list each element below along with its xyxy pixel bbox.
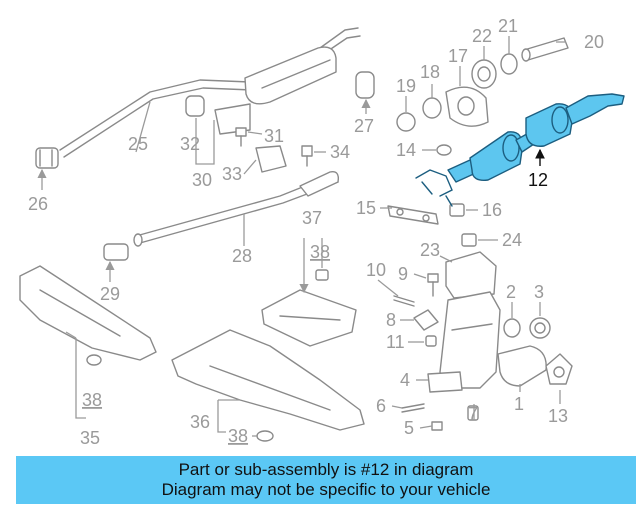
callout-2: 2 <box>506 282 516 302</box>
callout-4: 4 <box>400 370 410 390</box>
mount-33 <box>255 145 287 173</box>
flange-19 <box>396 112 416 132</box>
clamp-29 <box>103 243 129 261</box>
clamp-3 <box>529 317 551 339</box>
callout-14: 14 <box>396 140 416 160</box>
nut-38-low <box>256 430 274 442</box>
callout-7: 7 <box>468 404 478 424</box>
intermediate-pipe-28 <box>133 171 340 247</box>
flange-22 <box>471 59 497 89</box>
stud-7 <box>467 405 479 421</box>
callout-33: 33 <box>222 164 242 184</box>
callout-5: 5 <box>404 418 414 438</box>
callout-26: 26 <box>28 194 48 214</box>
nut-38-upper <box>315 269 329 281</box>
callout-32: 32 <box>180 134 200 154</box>
heat-shield-36 <box>171 329 365 431</box>
bolt-9 <box>427 273 439 297</box>
callout-3: 3 <box>534 282 544 302</box>
stud-10 <box>393 295 415 307</box>
ring-18 <box>422 97 442 119</box>
ring-2 <box>503 318 521 338</box>
turbo-housing-17 <box>445 86 489 127</box>
callout-31: 31 <box>264 126 284 146</box>
callout-38-upper: 38 <box>310 242 330 262</box>
callout-23: 23 <box>420 240 440 260</box>
heat-shield-37 <box>261 289 357 347</box>
callout-25: 25 <box>128 134 148 154</box>
banner-line-disclaimer: Diagram may not be specific to your vehi… <box>161 480 491 499</box>
gasket-plate-15 <box>387 205 439 225</box>
nut-24 <box>461 233 477 247</box>
callout-16: 16 <box>482 200 502 220</box>
gasket-13 <box>545 353 573 385</box>
nut-38-mid <box>86 354 102 366</box>
callout-22: 22 <box>472 26 492 46</box>
callout-13: 13 <box>548 406 568 426</box>
callout-17: 17 <box>448 46 468 66</box>
info-banner: Part or sub-assembly is #12 in diagram D… <box>16 456 636 504</box>
callout-18: 18 <box>420 62 440 82</box>
bracket-4 <box>427 371 463 393</box>
bolt-11 <box>425 335 437 347</box>
callout-36: 36 <box>190 412 210 432</box>
callout-6: 6 <box>376 396 386 416</box>
catalytic-converter-1 <box>439 291 547 389</box>
bolt-5 <box>431 421 443 431</box>
callout-15: 15 <box>356 198 376 218</box>
callout-28: 28 <box>232 246 252 266</box>
callout-19: 19 <box>396 76 416 96</box>
banner-line-part-number: Part or sub-assembly is #12 in diagram <box>178 460 474 479</box>
bolt-34 <box>301 145 313 167</box>
callout-27: 27 <box>354 116 374 136</box>
tube-20 <box>521 37 569 62</box>
callout-29: 29 <box>100 284 120 304</box>
callout-10: 10 <box>366 260 386 280</box>
callout-24: 24 <box>502 230 522 250</box>
exhaust-parts-diagram: 25 26 27 32 30 31 33 34 28 29 37 38 38 3… <box>19 16 625 448</box>
hanger-bracket-32 <box>185 95 251 135</box>
callout-8: 8 <box>386 310 396 330</box>
callout-34: 34 <box>330 142 350 162</box>
callout-30: 30 <box>192 170 212 190</box>
heat-shield-35 <box>19 265 157 361</box>
callout-38-left: 38 <box>82 390 102 410</box>
callout-21: 21 <box>498 16 518 36</box>
callout-9: 9 <box>398 264 408 284</box>
callout-37: 37 <box>302 208 322 228</box>
stud-6 <box>401 403 425 413</box>
gasket-21 <box>500 53 518 75</box>
callout-11: 11 <box>386 332 405 352</box>
cover-23 <box>445 251 497 299</box>
rear-muffler <box>244 46 337 105</box>
highlighted-part-12-converter-assembly <box>415 93 625 207</box>
leader-lines <box>37 36 566 437</box>
bolt-31 <box>235 127 247 147</box>
hanger-27 <box>355 71 375 99</box>
callout-1: 1 <box>514 394 524 414</box>
clamp-26 <box>35 147 59 169</box>
clip-8 <box>413 309 439 331</box>
callout-labels: 25 26 27 32 30 31 33 34 28 29 37 38 38 3… <box>28 16 604 448</box>
gasket-14 <box>436 144 452 156</box>
callout-20: 20 <box>584 32 604 52</box>
exhaust-pipe-25 <box>59 27 361 158</box>
callout-38-lower: 38 <box>228 426 248 446</box>
callout-35: 35 <box>80 428 100 448</box>
callout-12-highlighted: 12 <box>528 170 548 190</box>
stud-16 <box>449 203 465 217</box>
